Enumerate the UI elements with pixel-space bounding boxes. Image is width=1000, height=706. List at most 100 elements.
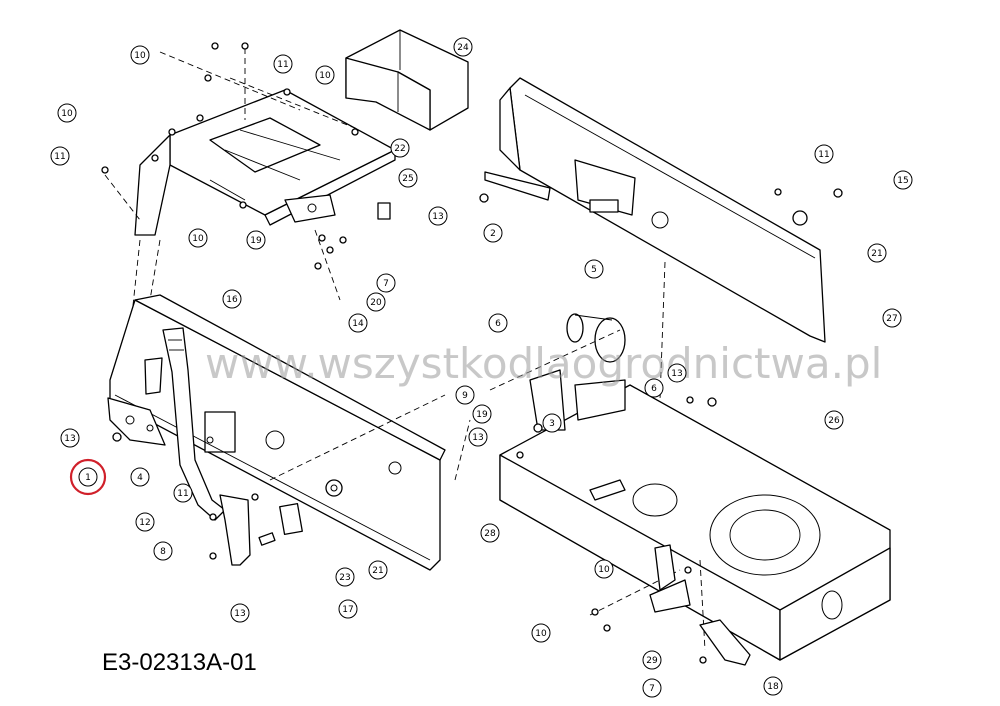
callout-3: 3 bbox=[542, 413, 562, 433]
part-27-rear-panel bbox=[484, 77, 826, 343]
callout-label: 11 bbox=[818, 150, 829, 160]
callout-19: 19 bbox=[246, 230, 266, 250]
callout-bubble bbox=[398, 168, 418, 188]
callout-1: 1 bbox=[78, 467, 98, 487]
assembly-line-rear bbox=[659, 261, 666, 401]
callout-label: 14 bbox=[352, 319, 364, 329]
callout-22: 22 bbox=[390, 138, 410, 158]
callout-label: 29 bbox=[646, 656, 658, 666]
watermark: www.wszystkodlaogrodnictwa.pl bbox=[205, 339, 882, 388]
callout-21: 21 bbox=[368, 560, 388, 580]
small-parts-lower bbox=[258, 479, 343, 546]
callout-label: 23 bbox=[339, 573, 350, 583]
callout-bubble bbox=[315, 65, 335, 85]
callout-2: 2 bbox=[483, 223, 503, 243]
callout-label: 13 bbox=[432, 212, 443, 222]
callout-bubble bbox=[455, 385, 475, 405]
callout-label: 21 bbox=[372, 566, 383, 576]
callout-12: 12 bbox=[135, 512, 155, 532]
callout-bubble bbox=[882, 308, 902, 328]
callout-label: 11 bbox=[54, 152, 65, 162]
callout-bubble bbox=[368, 560, 388, 580]
part-1-bracket bbox=[107, 397, 166, 446]
callout-bubble bbox=[348, 313, 368, 333]
highlight-circle bbox=[69, 458, 107, 496]
callout-bubble bbox=[390, 138, 410, 158]
part-25-seat-frame bbox=[134, 89, 396, 236]
callout-label: 15 bbox=[897, 176, 908, 186]
callout-label: 18 bbox=[767, 682, 779, 692]
callout-bubble bbox=[483, 223, 503, 243]
callout-bubble bbox=[273, 54, 293, 74]
part-4-lever bbox=[162, 327, 251, 566]
callout-11: 11 bbox=[50, 146, 70, 166]
callout-13: 13 bbox=[428, 206, 448, 226]
callout-8: 8 bbox=[153, 541, 173, 561]
callout-10: 10 bbox=[57, 103, 77, 123]
callout-9: 9 bbox=[455, 385, 475, 405]
callout-10: 10 bbox=[594, 559, 614, 579]
callout-bubble bbox=[57, 103, 77, 123]
callout-17: 17 bbox=[338, 599, 358, 619]
part-28-side-frame bbox=[109, 294, 446, 571]
callout-label: 13 bbox=[671, 369, 682, 379]
callout-label: 16 bbox=[226, 295, 238, 305]
callout-13: 13 bbox=[230, 603, 250, 623]
callout-bubble bbox=[814, 144, 834, 164]
callout-7: 7 bbox=[376, 273, 396, 293]
callout-bubble bbox=[480, 523, 500, 543]
callout-20: 20 bbox=[366, 292, 386, 312]
part-24-cover bbox=[345, 29, 469, 131]
callout-label: 19 bbox=[250, 236, 262, 246]
reference-code: E3-02313A-01 bbox=[102, 649, 257, 676]
callout-21: 21 bbox=[867, 243, 887, 263]
callout-bubble bbox=[230, 603, 250, 623]
callout-bubble bbox=[472, 404, 492, 424]
callout-bubble bbox=[644, 378, 664, 398]
callout-label: 2 bbox=[490, 229, 496, 239]
callout-label: 22 bbox=[394, 144, 405, 154]
callout-13: 13 bbox=[468, 427, 488, 447]
callout-label: 4 bbox=[137, 473, 143, 483]
callout-bubble bbox=[893, 170, 913, 190]
callout-bubble bbox=[667, 363, 687, 383]
callout-label: 10 bbox=[319, 71, 331, 81]
callout-bubble bbox=[366, 292, 386, 312]
callout-label: 11 bbox=[277, 60, 288, 70]
callout-label: 7 bbox=[649, 684, 655, 694]
callout-15: 15 bbox=[893, 170, 913, 190]
callout-label: 19 bbox=[476, 410, 488, 420]
callout-label: 27 bbox=[886, 314, 897, 324]
callout-label: 26 bbox=[828, 416, 840, 426]
callout-label: 28 bbox=[484, 529, 496, 539]
callout-14: 14 bbox=[348, 313, 368, 333]
callout-bubble bbox=[453, 37, 473, 57]
callout-label: 8 bbox=[160, 547, 166, 557]
callout-6: 6 bbox=[644, 378, 664, 398]
callout-bubble bbox=[338, 599, 358, 619]
callout-bubble bbox=[222, 289, 242, 309]
callout-19: 19 bbox=[472, 404, 492, 424]
callout-bubble bbox=[130, 45, 150, 65]
callout-11: 11 bbox=[273, 54, 293, 74]
callout-16: 16 bbox=[222, 289, 242, 309]
callout-bubble bbox=[135, 512, 155, 532]
callout-bubble bbox=[824, 410, 844, 430]
callout-bubble bbox=[173, 483, 193, 503]
callout-label: 10 bbox=[598, 565, 610, 575]
callout-28: 28 bbox=[480, 523, 500, 543]
callout-bubble bbox=[60, 428, 80, 448]
callout-label: 6 bbox=[495, 319, 501, 329]
callout-label: 21 bbox=[871, 249, 882, 259]
callout-label: 9 bbox=[462, 391, 468, 401]
callout-label: 20 bbox=[370, 298, 382, 308]
fasteners bbox=[101, 42, 843, 664]
callout-label: 13 bbox=[234, 609, 245, 619]
callout-13: 13 bbox=[60, 428, 80, 448]
callout-bubble bbox=[188, 228, 208, 248]
part-26-chassis bbox=[499, 384, 891, 661]
callout-5: 5 bbox=[584, 259, 604, 279]
callout-label: 1 bbox=[85, 473, 91, 483]
callout-27: 27 bbox=[882, 308, 902, 328]
